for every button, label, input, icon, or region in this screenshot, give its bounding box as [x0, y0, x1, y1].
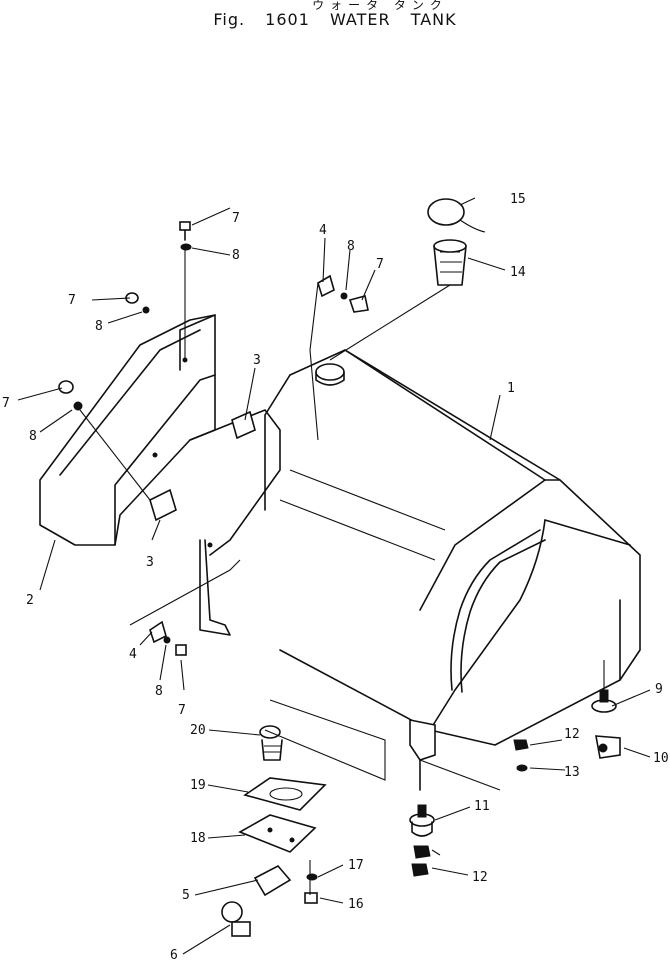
callout-6: 6	[170, 948, 178, 962]
washer-13	[516, 764, 528, 772]
washer-17	[306, 873, 318, 881]
callout-8-left-1: 8	[95, 319, 103, 334]
washer-lower	[163, 636, 171, 644]
callout-8-left-2: 8	[29, 429, 37, 444]
nut-upper	[513, 739, 529, 751]
callout-2: 2	[26, 593, 34, 608]
water-tank-body	[264, 349, 641, 746]
callout-3-lower: 3	[146, 555, 154, 570]
bolt-lower	[175, 644, 187, 656]
bolt-16	[304, 892, 318, 904]
washer-mid	[340, 292, 348, 300]
bolt-top	[179, 221, 191, 241]
elbow	[253, 864, 292, 897]
callout-7-mid: 7	[376, 257, 384, 272]
strainer	[259, 725, 283, 761]
bracket-lower	[149, 488, 177, 522]
callout-4-upper: 4	[319, 223, 327, 238]
callout-17: 17	[348, 858, 364, 873]
callout-7-top: 7	[232, 211, 240, 226]
callout-12-upper: 12	[564, 727, 580, 742]
callout-13: 13	[564, 765, 580, 780]
callout-1: 1	[507, 381, 515, 396]
callout-11: 11	[474, 799, 490, 814]
bolt-left-2	[58, 380, 74, 394]
callout-3-upper: 3	[253, 353, 261, 368]
tank-cover	[39, 314, 281, 636]
filler-cap	[427, 198, 486, 233]
callout-20: 20	[190, 723, 206, 738]
gasket	[243, 777, 327, 811]
callout-18: 18	[190, 831, 206, 846]
callout-8-mid: 8	[347, 239, 355, 254]
callout-7-lower: 7	[178, 703, 186, 718]
rubber-mount-lower	[409, 804, 435, 837]
callout-7-left-1: 7	[68, 293, 76, 308]
callout-4-lower: 4	[129, 647, 137, 662]
callout-10: 10	[653, 751, 669, 766]
callout-12-lower: 12	[472, 870, 488, 885]
flange-plate	[238, 814, 317, 853]
callout-8-lower: 8	[155, 684, 163, 699]
callout-8-top: 8	[232, 248, 240, 263]
callout-5: 5	[182, 888, 190, 903]
callout-9: 9	[655, 682, 663, 697]
bracket-upper	[231, 410, 256, 440]
bolt-mid	[348, 295, 369, 313]
callout-19: 19	[190, 778, 206, 793]
figure-title: Fig. 1601 WATER TANK	[213, 10, 457, 29]
stopper-bracket	[595, 735, 621, 759]
callout-14: 14	[510, 265, 526, 280]
figure-subtitle-jp: ウォータ タンク	[312, 0, 448, 12]
callout-16: 16	[348, 897, 364, 912]
plate-upper	[317, 274, 335, 298]
filler-neck	[433, 239, 467, 286]
callout-15: 15	[510, 192, 526, 207]
plate-lower	[149, 620, 167, 644]
drain-valve	[221, 901, 251, 937]
callout-7-left-2: 7	[2, 396, 10, 411]
washer-left-1	[142, 306, 150, 314]
nuts-lower	[411, 845, 431, 877]
washer-left-2	[73, 401, 83, 411]
tank-mount-bracket	[409, 719, 436, 791]
washer-top	[180, 243, 192, 251]
